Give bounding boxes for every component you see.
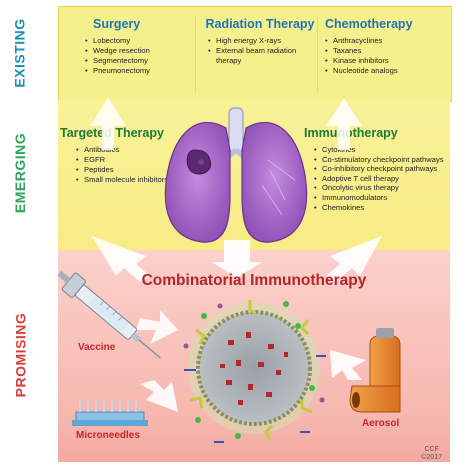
list-item: Antibodies	[76, 145, 192, 155]
aerosol-label: Aerosol	[362, 418, 400, 429]
list-item: Nucleotide analogs	[325, 66, 439, 76]
surgery-column: Surgery Lobectomy Wedge resection Segmen…	[81, 17, 191, 76]
chemotherapy-list: Anthracyclines Taxanes Kinase inhibitors…	[321, 36, 439, 76]
syringe-icon	[57, 270, 161, 359]
list-item: Wedge resection	[85, 46, 191, 56]
list-item: Peptides	[76, 165, 192, 175]
credit-line-2: ©2017	[421, 454, 442, 461]
list-item: High energy X-rays	[208, 36, 316, 46]
microneedle-patch-icon	[72, 400, 148, 426]
list-item: Chemokines	[314, 203, 450, 213]
surgery-title: Surgery	[93, 17, 141, 31]
delivery-arrows	[136, 310, 366, 412]
divider	[317, 17, 318, 93]
microneedles-label: Microneedles	[76, 430, 140, 441]
list-item: Adoptive T cell therapy	[314, 174, 450, 184]
list-item: Lobectomy	[85, 36, 191, 46]
list-item: Oncolytic virus therapy	[314, 183, 450, 193]
list-item: Co-stimulatory checkpoint pathways	[314, 155, 450, 165]
promising-title: Combinatorial Immunotherapy	[141, 272, 367, 289]
credit-line-1: CCF	[424, 446, 439, 453]
list-item: Immunomodulators	[314, 193, 450, 203]
chemotherapy-title: Chemotherapy	[325, 17, 413, 31]
list-item: Segmentectomy	[85, 56, 191, 66]
list-item: Co-inhibitory checkpoint pathways	[314, 164, 450, 174]
list-item: EGFR	[76, 155, 192, 165]
divider	[195, 17, 196, 93]
radiation-title: Radiation Therapy	[205, 17, 315, 31]
list-item: Kinase inhibitors	[325, 56, 439, 66]
targeted-therapy-list: Antibodies EGFR Peptides Small molecule …	[72, 145, 192, 185]
inhaler-icon	[349, 328, 401, 413]
immunotherapy-title: Immunotherapy	[304, 126, 398, 140]
chemotherapy-column: Chemotherapy Anthracyclines Taxanes Kina…	[321, 17, 439, 76]
credit: CCF ©2017	[421, 446, 442, 462]
flow-arrows	[90, 98, 382, 282]
vaccine-label: Vaccine	[78, 342, 116, 353]
panel-existing: Surgery Lobectomy Wedge resection Segmen…	[58, 6, 452, 102]
surgery-list: Lobectomy Wedge resection Segmentectomy …	[81, 36, 191, 76]
list-item: Pneumonectomy	[85, 66, 191, 76]
list-item: External beam radiation therapy	[208, 46, 316, 66]
radiation-column: Radiation Therapy High energy X-rays Ext…	[204, 17, 316, 66]
nanoparticle-icon	[183, 300, 326, 443]
list-item: Anthracyclines	[325, 36, 439, 46]
lungs-icon	[164, 107, 308, 243]
list-item: Taxanes	[325, 46, 439, 56]
list-item: Small molecule inhibitors	[76, 175, 192, 185]
radiation-list: High energy X-rays External beam radiati…	[204, 36, 316, 66]
